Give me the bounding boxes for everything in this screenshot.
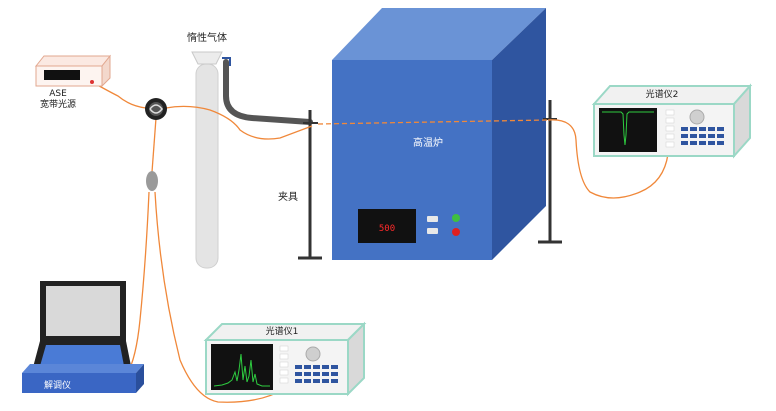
fiber-coupler-to-splitter	[151, 117, 157, 173]
fiber-coupler-to-furnace	[165, 105, 313, 140]
spectrometer-1	[203, 321, 367, 397]
temperature-value: 500	[379, 224, 395, 234]
demodulator-laptop	[22, 281, 144, 393]
furnace-side	[492, 8, 546, 260]
osa2-trace	[602, 111, 654, 146]
ase-display	[44, 70, 80, 80]
left-clamp-stand	[298, 110, 322, 260]
right-clamp-stand	[538, 100, 562, 244]
osa2-keypad	[681, 127, 724, 145]
clamp-label: 夹具	[278, 190, 298, 203]
ase-label-line1: ASE	[49, 89, 67, 99]
ase-label-line2: 宽带光源	[40, 98, 76, 110]
fiber-splitter-to-demod	[125, 191, 150, 377]
spectrometer-2	[591, 83, 753, 159]
fiber-ase-to-coupler	[91, 81, 147, 109]
furnace-button-1[interactable]	[427, 216, 438, 222]
fiber-to-osa2	[547, 119, 669, 199]
gas-cylinder	[191, 51, 223, 269]
furnace-label: 高温炉	[413, 136, 443, 149]
osa2-label: 光谱仪2	[646, 88, 679, 100]
demod-label: 解调仪	[44, 379, 71, 391]
osa1-label: 光谱仪1	[266, 325, 299, 337]
fiber-splitter-icon	[146, 171, 158, 191]
osa1-knob[interactable]	[305, 346, 321, 362]
green-indicator-light	[452, 214, 460, 222]
osa1-side-buttons	[279, 345, 289, 384]
osa2-screen	[599, 108, 657, 152]
fiber-splitter-to-osa1	[154, 191, 287, 403]
gas-label: 惰性气体	[187, 31, 227, 44]
red-indicator-light	[452, 228, 460, 236]
temperature-display	[358, 209, 416, 243]
fiber-network	[91, 81, 669, 403]
ase-light-source	[34, 54, 112, 88]
furnace-button-2[interactable]	[427, 228, 438, 234]
furnace-top	[332, 8, 546, 60]
ase-output-port	[90, 80, 94, 84]
osa1-keypad	[295, 365, 338, 383]
osa2-knob[interactable]	[689, 109, 705, 125]
fiber-in-furnace	[317, 119, 549, 125]
fiber-coupler-icon	[145, 98, 167, 120]
demod-base	[22, 373, 136, 393]
osa2-side-buttons	[665, 109, 675, 148]
osa1-trace	[213, 353, 270, 387]
gas-hose	[223, 59, 313, 125]
